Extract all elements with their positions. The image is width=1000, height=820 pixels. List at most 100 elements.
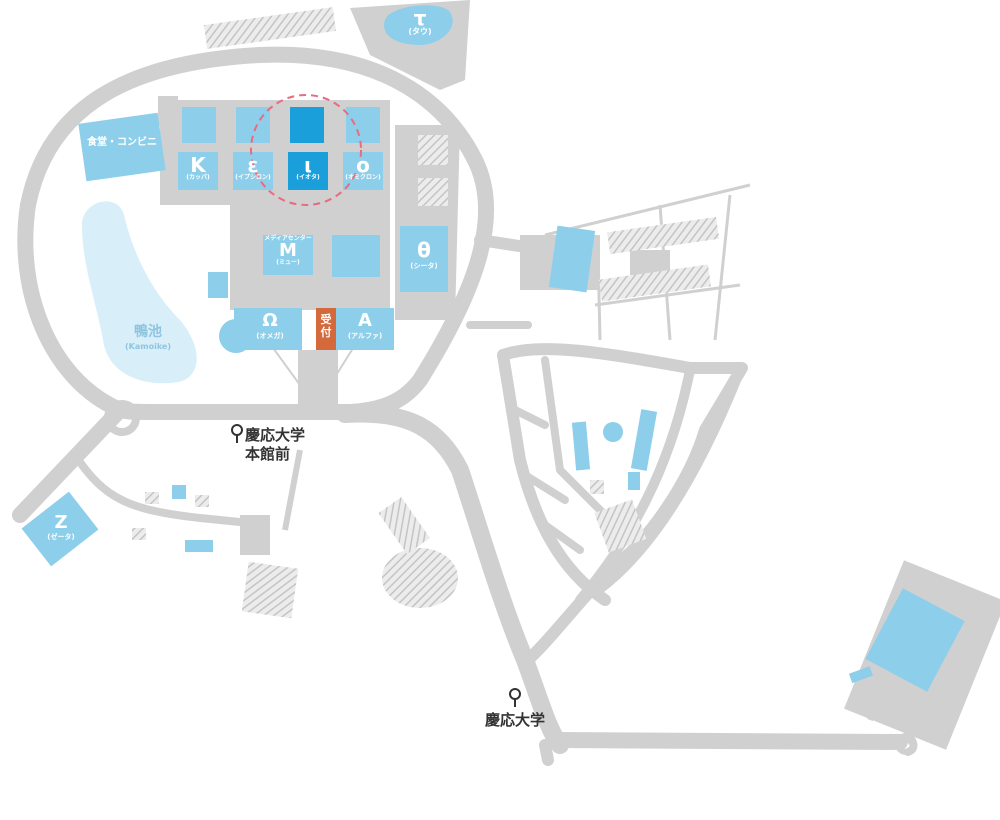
alpha-building[interactable] — [336, 308, 394, 350]
omega-reading: (オメガ) — [256, 332, 284, 340]
loop-road — [17, 46, 495, 420]
mu-subtitle: メディアセンター — [264, 235, 312, 242]
inner-building-round[interactable] — [603, 422, 623, 442]
omicron-symbol: ο — [356, 153, 370, 177]
sw-small-2[interactable] — [185, 540, 213, 552]
hatch-inner-1 — [590, 480, 604, 494]
hatch-sw-4 — [241, 561, 299, 619]
sw-small-1[interactable] — [172, 485, 186, 499]
building-top-iota[interactable] — [290, 107, 324, 143]
zeta-building[interactable] — [21, 491, 99, 567]
bus-stop-pin-icon[interactable] — [509, 688, 521, 707]
epsilon-label: ε (イプシロン) — [233, 155, 273, 181]
east-campus-small[interactable] — [848, 666, 873, 684]
mu-label: メディアセンター M (ミュー) — [258, 236, 318, 266]
cafeteria-building[interactable] — [78, 112, 166, 182]
inner-cross-1 — [541, 356, 624, 534]
theta-label: θ (シータ) — [400, 240, 448, 270]
highlight-circle — [250, 94, 362, 206]
epsilon-reading: (イプシロン) — [235, 174, 271, 181]
east-campus-building[interactable] — [865, 588, 965, 692]
east-building[interactable] — [548, 225, 596, 293]
lower-road — [552, 732, 908, 750]
inner-block-left — [497, 349, 611, 606]
hatch-inner-2 — [594, 499, 647, 553]
hatch-sw-1 — [145, 492, 159, 504]
building-top-4[interactable] — [346, 107, 380, 143]
inner-cross-3 — [521, 471, 569, 504]
mu-reading: (ミュー) — [276, 259, 300, 266]
inner-block — [497, 343, 748, 666]
kappa-reading: (カッパ) — [186, 174, 210, 181]
theta-symbol: θ — [417, 238, 431, 262]
roundabout-sw — [104, 400, 140, 436]
omega-symbol: Ω — [262, 310, 278, 331]
iota-building[interactable] — [288, 152, 328, 190]
west-gate — [240, 515, 270, 555]
hatch-east-1 — [607, 217, 720, 255]
cafeteria-label: 食堂・コンビニ — [87, 137, 157, 148]
omega-label: Ω (オメガ) — [240, 312, 300, 340]
reception-label: 受 付 — [316, 314, 336, 338]
hatch-sw-2 — [195, 495, 209, 507]
hatch-tower-1 — [418, 135, 448, 165]
gray-structures — [158, 0, 1000, 750]
inner-cross-4 — [541, 521, 584, 554]
inner-cross-2 — [511, 406, 549, 429]
hatch-round-tower — [382, 548, 458, 608]
pond-name: 鴨池 — [134, 324, 162, 340]
omega-dome[interactable] — [219, 319, 253, 353]
southwest-road — [12, 402, 128, 523]
small-west-building[interactable] — [208, 272, 228, 298]
hatch-sw-3 — [132, 528, 146, 540]
bus-stop-university-line1: 慶応大学 — [484, 711, 545, 729]
tau-reading: (タウ) — [408, 27, 432, 36]
tau-building[interactable] — [384, 5, 453, 45]
hatch-round-tower-top — [378, 497, 430, 555]
inner-building-2[interactable] — [630, 409, 658, 471]
alpha-label: A (アルファ) — [336, 312, 394, 340]
cafeteria-block — [158, 96, 178, 126]
south-link — [539, 739, 554, 766]
tau-symbol: τ — [413, 6, 427, 30]
kappa-label: Κ (カッパ) — [178, 155, 218, 181]
kappa-building[interactable] — [178, 152, 218, 190]
pond-label: 鴨池 (Kamoike) — [118, 325, 178, 351]
roundabout-se — [895, 733, 917, 755]
iota-symbol: ι — [304, 153, 312, 177]
mu-building[interactable] — [263, 235, 313, 275]
kappa-symbol: Κ — [190, 153, 206, 177]
omicron-reading: (オミクロン) — [345, 174, 381, 181]
mu-annex[interactable] — [332, 235, 380, 277]
bus-stop-main-hall-label[interactable]: 慶応大学 本館前 — [245, 426, 325, 464]
inner-building-3[interactable] — [628, 472, 640, 490]
inner-right — [575, 365, 695, 605]
alpha-symbol: A — [358, 310, 372, 331]
iota-label: ι (イオタ) — [288, 155, 328, 181]
hatched-structures — [132, 7, 720, 619]
bus-stop-main-hall-line2: 本館前 — [245, 444, 291, 463]
building-top-1[interactable] — [182, 107, 216, 143]
reception-line2: 付 — [320, 326, 332, 339]
buildings — [21, 5, 965, 692]
hatch-top-left — [203, 7, 337, 49]
main-road — [336, 404, 569, 754]
iota-reading: (イオタ) — [296, 174, 320, 181]
epsilon-building[interactable] — [233, 152, 273, 190]
kamoike-pond — [82, 201, 197, 384]
theta-reading: (シータ) — [410, 262, 438, 270]
bus-stop-university-label[interactable]: 慶応大学 — [475, 713, 555, 728]
reception-building[interactable] — [316, 308, 336, 350]
inner-building-1[interactable] — [571, 421, 591, 471]
zeta-label: Z (ゼータ) — [36, 514, 86, 541]
road-network — [12, 46, 918, 766]
alpha-reading: (アルファ) — [347, 332, 383, 340]
bus-stop-pin-icon[interactable] — [231, 424, 243, 443]
theta-building[interactable] — [400, 226, 448, 292]
west-road — [71, 451, 244, 526]
thin-path-3 — [282, 449, 303, 531]
omicron-label: ο (オミクロン) — [343, 155, 383, 181]
mu-symbol: M — [279, 240, 297, 261]
